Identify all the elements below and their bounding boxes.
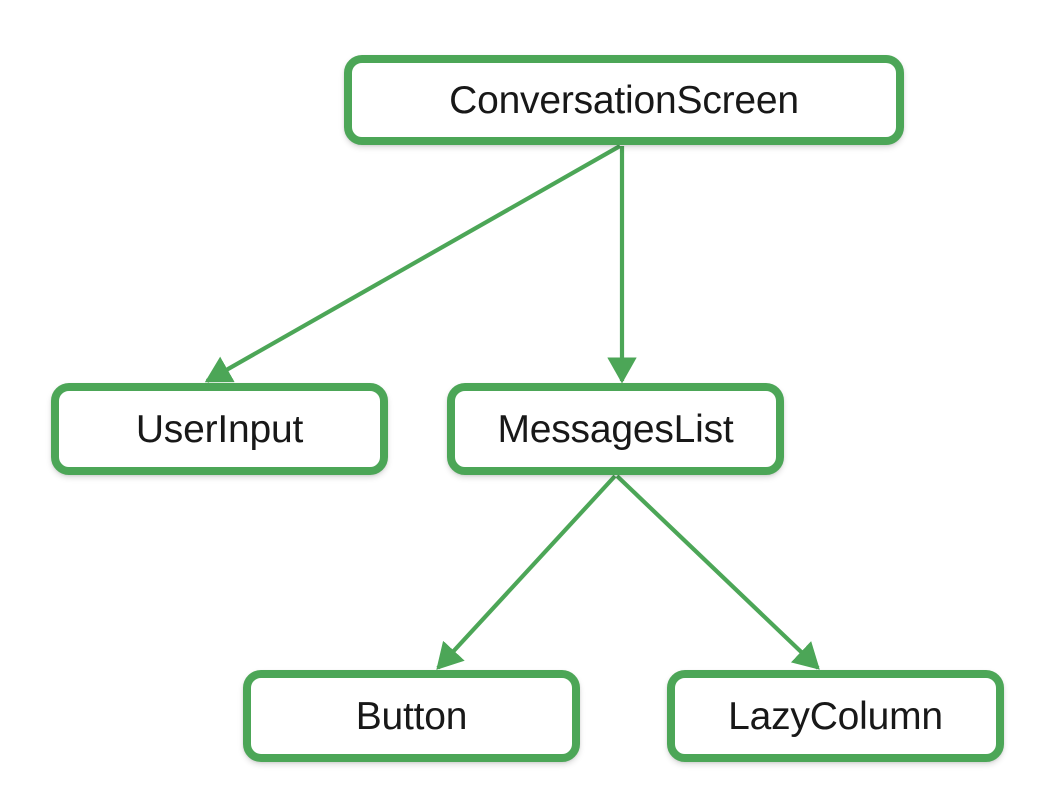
edge-conversationscreen-userinput — [204, 144, 622, 383]
node-messages-list[interactable]: MessagesList — [447, 383, 784, 475]
node-conversation-screen[interactable]: ConversationScreen — [344, 55, 904, 145]
edge-messageslist-button — [436, 474, 617, 670]
node-label-user-input: UserInput — [135, 407, 304, 451]
node-label-lazy-column: LazyColumn — [728, 694, 943, 738]
node-label-button: Button — [355, 694, 468, 738]
edge-messageslist-lazycolumn — [615, 474, 820, 670]
node-label-conversation-screen: ConversationScreen — [449, 78, 799, 122]
node-button[interactable]: Button — [243, 670, 580, 762]
node-lazy-column[interactable]: LazyColumn — [667, 670, 1004, 762]
node-label-messages-list: MessagesList — [497, 407, 734, 451]
node-user-input[interactable]: UserInput — [51, 383, 388, 475]
